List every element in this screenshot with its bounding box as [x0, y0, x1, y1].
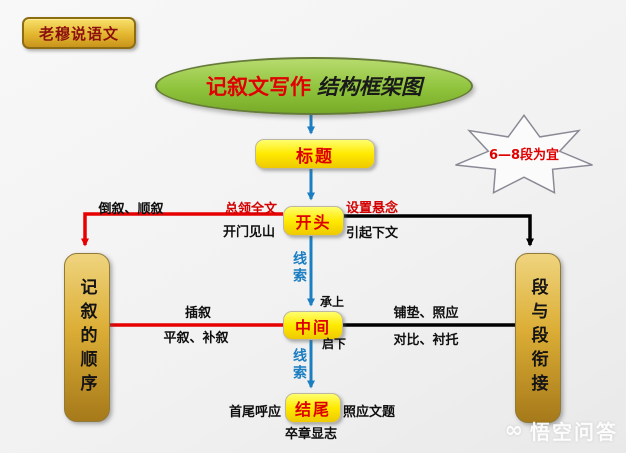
watermark-label: 悟空问答 [530, 420, 618, 444]
label-final-reveal: 卒章显志 [284, 427, 338, 442]
label-qi-xia: 启下 [321, 337, 347, 351]
label-clue-top: 线索 [291, 251, 307, 285]
diagram-title-italic: 结构框架图 [317, 75, 422, 99]
label-echo-head-tail: 首尾呼应 [228, 405, 282, 420]
burst-note-label: 6—8段为宜 [488, 147, 560, 163]
node-opening: 开头 [283, 206, 344, 236]
diagram-title-red: 记叙文写作 [206, 75, 311, 99]
watermark: ∞ 悟空问答 [505, 416, 618, 445]
diagram-title-ellipse: 记叙文写作 结构框架图 [155, 57, 473, 115]
node-opening-label: 开头 [295, 213, 332, 232]
node-title-label: 标题 [296, 146, 334, 167]
pillar-narration-order-label: 记叙的顺序 [76, 277, 97, 398]
label-lead-next: 引起下文 [345, 226, 399, 241]
label-lead-all: 总领全文 [224, 202, 278, 217]
label-narration-order: 倒叙、顺叙 [98, 202, 164, 217]
brand-badge: 老穆说语文 [22, 17, 136, 49]
pillar-paragraph-link-label: 段与段衔接 [527, 278, 548, 398]
starburst-shape [455, 114, 593, 194]
label-clue-bottom: 线索 [291, 348, 307, 382]
label-foreshadow: 铺垫、照应 [393, 306, 459, 321]
brand-badge-label: 老穆说语文 [38, 24, 119, 43]
label-parallel-narration: 平叙、补叙 [163, 331, 229, 346]
label-open-door: 开门见山 [222, 225, 276, 240]
label-suspense: 设置悬念 [345, 201, 399, 216]
label-insert-narration: 插叙 [184, 306, 212, 321]
node-middle: 中间 [283, 311, 343, 340]
wukong-logo-icon: ∞ [504, 418, 525, 443]
node-ending: 结尾 [285, 393, 341, 423]
node-ending-label: 结尾 [294, 400, 331, 419]
burst-note: 6—8段为宜 [450, 110, 598, 196]
label-cheng-shang: 承上 [319, 295, 345, 309]
pillar-narration-order: 记叙的顺序 [64, 253, 110, 422]
label-echo-title: 照应文题 [342, 405, 396, 420]
pillar-paragraph-link: 段与段衔接 [515, 253, 561, 423]
node-middle-label: 中间 [294, 317, 331, 337]
label-contrast: 对比、衬托 [393, 333, 459, 348]
node-title: 标题 [255, 139, 375, 169]
